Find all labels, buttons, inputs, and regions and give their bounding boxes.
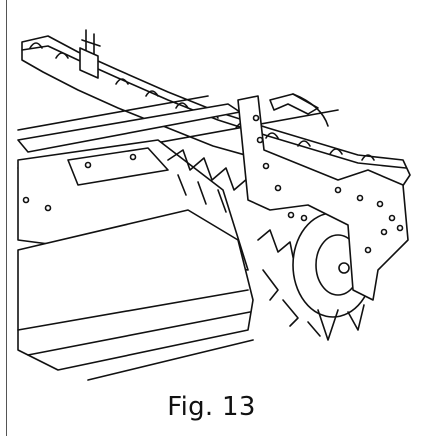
figure-caption: Fig. 13 bbox=[167, 392, 256, 422]
tension-lever bbox=[269, 93, 329, 127]
side-bracket bbox=[237, 95, 409, 301]
lower-cover bbox=[17, 209, 254, 381]
machine-line-drawing bbox=[17, 29, 411, 381]
margin-rule bbox=[6, 0, 7, 436]
adjustment-knob bbox=[79, 29, 101, 79]
